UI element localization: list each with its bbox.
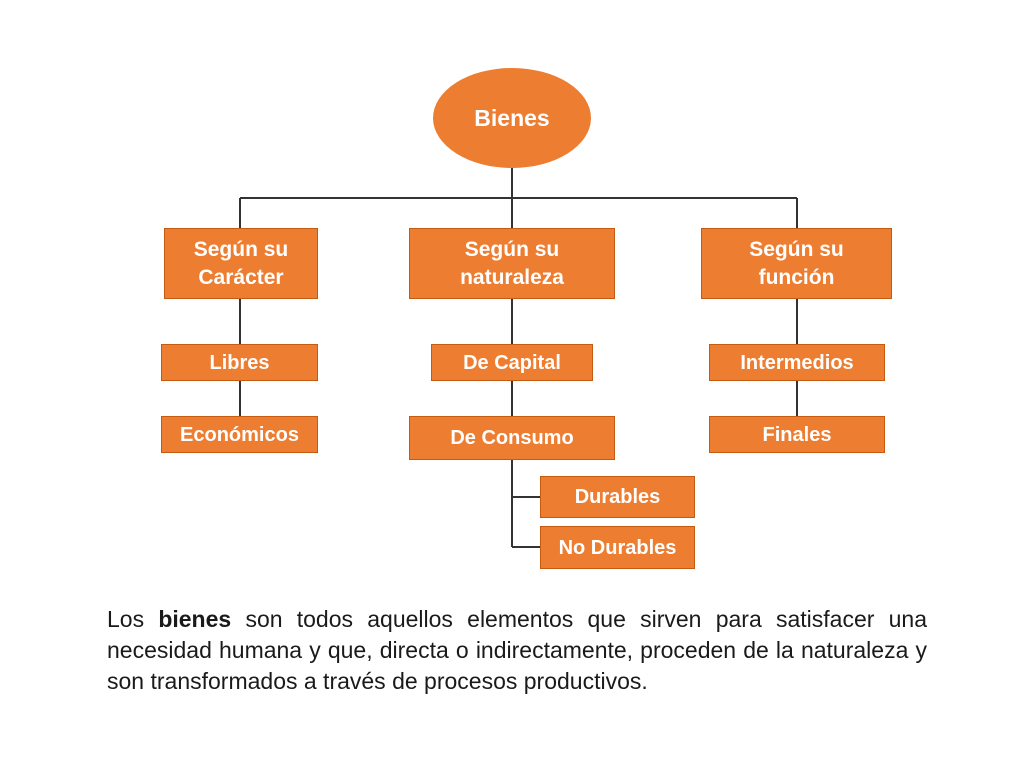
category-naturaleza-line1: Según su [464,237,560,261]
item-de-consumo: De Consumo [409,416,615,460]
item-de-capital: De Capital [431,344,593,381]
item-finales: Finales [709,416,885,453]
category-naturaleza-line2: naturaleza [460,265,564,289]
subitem-no-durables: No Durables [540,526,695,569]
root-node-bienes: Bienes [433,68,591,168]
category-caracter: Según su Carácter [164,228,318,299]
description-body: son todos aquellos elementos que sirven … [107,606,927,694]
category-caracter-line1: Según su [193,237,289,261]
category-funcion: Según su función [701,228,892,299]
category-funcion-line2: función [758,265,835,289]
item-economicos: Económicos [161,416,318,453]
subitem-durables: Durables [540,476,695,518]
description-bold-term: bienes [158,606,232,632]
category-caracter-line2: Carácter [198,265,284,289]
description-prefix: Los [107,606,145,632]
item-libres: Libres [161,344,318,381]
item-intermedios: Intermedios [709,344,885,381]
category-naturaleza: Según su naturaleza [409,228,615,299]
category-funcion-line1: Según su [749,237,844,261]
description-paragraph: Los bienes son todos aquellos elementos … [107,604,927,697]
